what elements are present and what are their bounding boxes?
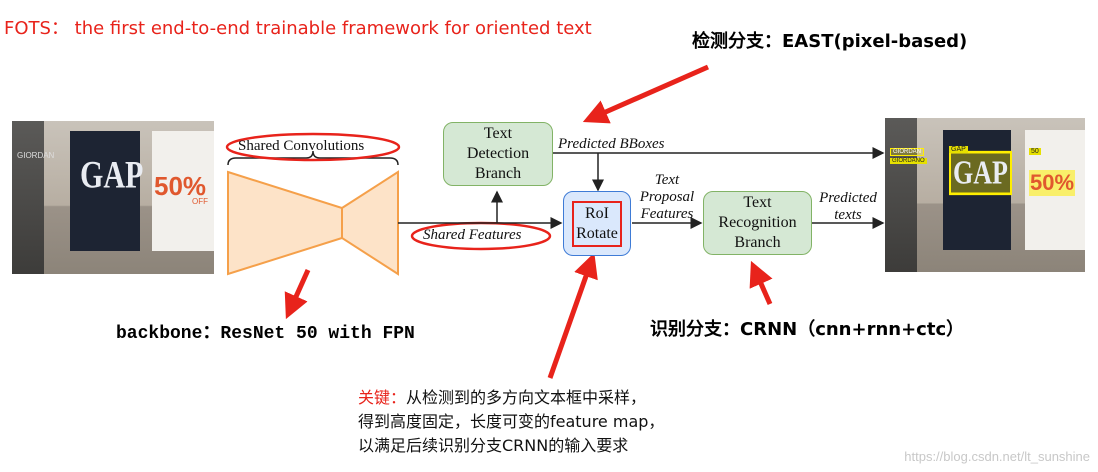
- text-recognition-line: Branch: [734, 234, 781, 251]
- red-arrow-recognition: [749, 260, 773, 306]
- note-key-line1: 从检测到的多方向文本框中采样，: [406, 388, 647, 407]
- shared-convolutions-ellipse: [225, 132, 401, 162]
- output-image: GIORDAN GIORDANO GAP GAP 50% 50: [885, 118, 1085, 272]
- red-arrow-backbone: [284, 268, 311, 320]
- label-gap: GAP: [949, 146, 968, 153]
- text-detection-branch-box: Text Detection Branch: [443, 122, 553, 186]
- watermark: https://blog.csdn.net/lt_sunshine: [904, 449, 1090, 464]
- text-proposal-line: Text: [654, 172, 680, 188]
- sale-banner: 50% OFF: [152, 131, 214, 251]
- note-key-line3: 以满足后续识别分支CRNN的输入要求: [358, 436, 629, 455]
- page-title: FOTS： the first end-to-end trainable fra…: [4, 18, 592, 39]
- roi-rotate-inner: RoI Rotate: [572, 200, 622, 247]
- predicted-texts-label: Predicted texts: [814, 190, 882, 224]
- sign-giordano: GIORDAN: [17, 151, 55, 160]
- storefront-left: [885, 118, 917, 272]
- red-arrow-detection: [582, 64, 710, 124]
- text-recognition-line: Text: [743, 194, 772, 211]
- gap-banner: GAP: [70, 131, 144, 251]
- brace: [227, 150, 399, 166]
- roi-rotate-line: Rotate: [576, 224, 618, 242]
- note-detection-branch: 检测分支：EAST(pixel-based): [692, 31, 968, 52]
- backbone-shape-right: [341, 170, 399, 276]
- shared-convolutions-label: Shared Convolutions: [238, 138, 365, 154]
- text-detection-line: Detection: [466, 145, 530, 162]
- gap-logo-detected: GAP: [949, 150, 1012, 196]
- note-backbone: backbone：ResNet 50 with FPN: [116, 324, 415, 344]
- gap-banner: GAP: [943, 130, 1012, 250]
- roi-rotate-line: RoI: [585, 204, 609, 222]
- text-recognition-line: Recognition: [718, 214, 797, 231]
- storefront-left: [12, 121, 44, 274]
- text-detection-line: Text: [483, 125, 513, 142]
- gap-logo: GAP: [80, 153, 144, 197]
- label-giordano: GIORDANO: [890, 158, 927, 164]
- note-key: 关键：从检测到的多方向文本框中采样， 得到高度固定，长度可变的feature m…: [358, 386, 664, 458]
- text-proposal-line: Proposal: [639, 189, 695, 205]
- text-proposal-line: Features: [640, 206, 694, 222]
- predicted-texts-line: texts: [834, 207, 862, 223]
- predicted-bboxes-label: Predicted BBoxes: [558, 136, 665, 152]
- predicted-texts-line: Predicted: [819, 190, 877, 206]
- note-key-label: 关键：: [358, 388, 407, 407]
- sale-off: OFF: [192, 197, 208, 206]
- text-detection-line: Branch: [474, 165, 522, 182]
- roi-rotate-box: RoI Rotate: [563, 191, 631, 256]
- label-50: 50: [1029, 148, 1041, 155]
- shared-features-label: Shared Features: [423, 227, 522, 243]
- note-key-line2: 得到高度固定，长度可变的feature map，: [358, 412, 665, 431]
- text-proposal-features-label: Text Proposal Features: [632, 172, 702, 223]
- text-recognition-branch-box: Text Recognition Branch: [703, 191, 812, 255]
- label-giordan: GIORDAN: [890, 148, 925, 156]
- sale-percent: 50%: [154, 171, 207, 201]
- red-arrow-roi: [547, 252, 598, 379]
- input-image: GIORDAN GAP 50% OFF: [12, 121, 214, 274]
- backbone-shape: [227, 170, 343, 276]
- note-recognition-branch: 识别分支：CRNN（cnn+rnn+ctc）: [650, 319, 965, 340]
- sale-percent-detected: 50%: [1029, 170, 1076, 196]
